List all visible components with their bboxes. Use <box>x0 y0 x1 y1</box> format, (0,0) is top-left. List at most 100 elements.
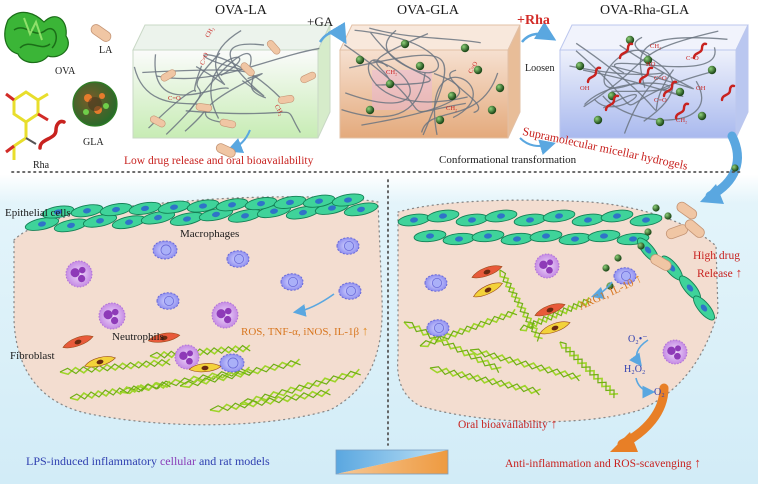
rha-stroke <box>674 102 690 120</box>
collagen-fiber <box>209 388 331 413</box>
gla-dot <box>675 87 685 97</box>
fibroblast-cell <box>84 356 116 368</box>
polymer-fiber <box>602 80 703 121</box>
release-label: Release ↑ <box>697 265 743 280</box>
released-gla-dot <box>664 212 672 220</box>
collagen-fiber <box>429 367 541 395</box>
arrow-conformational <box>519 137 556 155</box>
arrow-rha <box>521 21 557 43</box>
legend-ova-label: OVA <box>55 66 76 77</box>
la-pill <box>266 40 281 55</box>
collagen-fiber <box>209 389 331 412</box>
molecule-group-label: C=O <box>654 75 667 82</box>
macrophage-cell <box>152 240 178 260</box>
lps-models-label: LPS-induced inflammatory cellular and ra… <box>26 454 270 468</box>
epithelial-cell <box>542 209 576 223</box>
collagen-fiber <box>499 269 541 342</box>
rha-stroke <box>638 66 654 84</box>
collagen-fiber <box>469 348 580 382</box>
rha-stroke <box>720 84 736 102</box>
epithelial-cell <box>302 194 336 208</box>
epithelial-cell <box>426 209 460 223</box>
conformational-label: Conformational transformation <box>439 154 577 166</box>
legend-gla-icon <box>72 81 118 127</box>
macrophage-cell <box>336 237 360 255</box>
polymer-fiber <box>634 36 674 122</box>
polymer-fiber <box>613 47 716 74</box>
arrow-h2o2-to-o2 <box>635 377 656 399</box>
arrow-o2-to-h2o2 <box>629 339 649 367</box>
epithelial-cell <box>140 210 176 225</box>
released-gla-dot <box>614 254 622 262</box>
polymer-fiber <box>133 66 207 132</box>
epithelial-cell <box>413 229 447 243</box>
la-pill <box>240 62 255 77</box>
h2o2-label: H₂O₂ <box>624 364 646 375</box>
epithelial-cell <box>285 205 321 220</box>
epithelial-cell <box>215 198 249 212</box>
legend-rha-icon <box>38 119 66 150</box>
released-gla-dot <box>652 204 660 212</box>
gla-dot <box>460 43 470 53</box>
collagen-fiber <box>519 296 590 332</box>
gla-dot <box>385 79 395 89</box>
epithelial-cell <box>41 205 75 219</box>
loosen-label: Loosen <box>525 63 555 74</box>
epithelial-cell <box>82 213 118 228</box>
plus-rha-label: +Rha <box>517 13 550 28</box>
macrophage-cell <box>426 319 450 337</box>
collagen-fiber <box>469 349 582 380</box>
gla-dot <box>447 91 457 101</box>
arrow-to-tissue-head <box>700 184 724 204</box>
la-pill <box>195 103 213 112</box>
collagen-fiber <box>179 358 300 389</box>
epithelial-cell <box>529 229 563 243</box>
legend-rha-molecule-icon <box>5 90 49 160</box>
polymer-fiber <box>210 56 241 119</box>
polymer-fiber <box>375 29 431 86</box>
epithelial-layer-right <box>397 209 715 321</box>
neutrophils-label: Neutrophils <box>112 331 164 343</box>
molecule-group-label: CH₂ <box>386 69 398 76</box>
molecule-group-label: CH₂ <box>650 43 662 50</box>
legend-rha-label: Rha <box>33 160 50 171</box>
legend-gla-label: GLA <box>83 137 104 148</box>
collagen-fiber <box>429 366 540 396</box>
la-pill <box>300 71 317 84</box>
gla-dot <box>643 55 653 65</box>
molecule-group-label: CH₂ <box>676 117 688 124</box>
epithelial-cell <box>99 203 133 217</box>
collagen-fiber <box>179 360 301 387</box>
neutrophil-cell <box>174 344 200 370</box>
collagen-fiber <box>149 344 251 359</box>
oral-bio-label: Oral bioavailability ↑ <box>458 416 558 431</box>
box3-title: OVA-Rha-GLA <box>600 3 690 18</box>
polymer-fiber <box>367 59 468 103</box>
epithelial-cell <box>513 213 547 227</box>
molecule-group-label: C=O <box>654 97 667 104</box>
left-tissue <box>13 196 383 426</box>
polymer-fiber <box>341 72 426 118</box>
rha-stroke <box>692 42 708 60</box>
collagen-fiber <box>149 344 251 360</box>
polymer-fiber <box>343 44 466 113</box>
polymer-fiber <box>611 44 694 90</box>
epithelial-cell <box>244 197 278 211</box>
collagen-fiber <box>119 366 251 395</box>
collagen-fiber <box>59 358 171 375</box>
arrow-marker-to-arg <box>590 281 613 300</box>
polymer-fiber <box>369 27 481 44</box>
gla-dot <box>415 61 425 71</box>
released-gla-dot <box>602 264 610 272</box>
molecule-group-label: HO <box>646 61 656 68</box>
collagen-fiber <box>69 380 171 401</box>
la-pill <box>160 69 176 82</box>
immune-cells <box>62 237 688 373</box>
box1-title: OVA-LA <box>215 3 267 18</box>
polymer-fiber <box>584 82 671 106</box>
gla-dot <box>400 39 410 49</box>
macrophages-label: Macrophages <box>180 228 240 240</box>
polymer-fiber <box>204 72 263 123</box>
gla-dot <box>593 115 603 125</box>
released-la-pill <box>676 201 698 220</box>
